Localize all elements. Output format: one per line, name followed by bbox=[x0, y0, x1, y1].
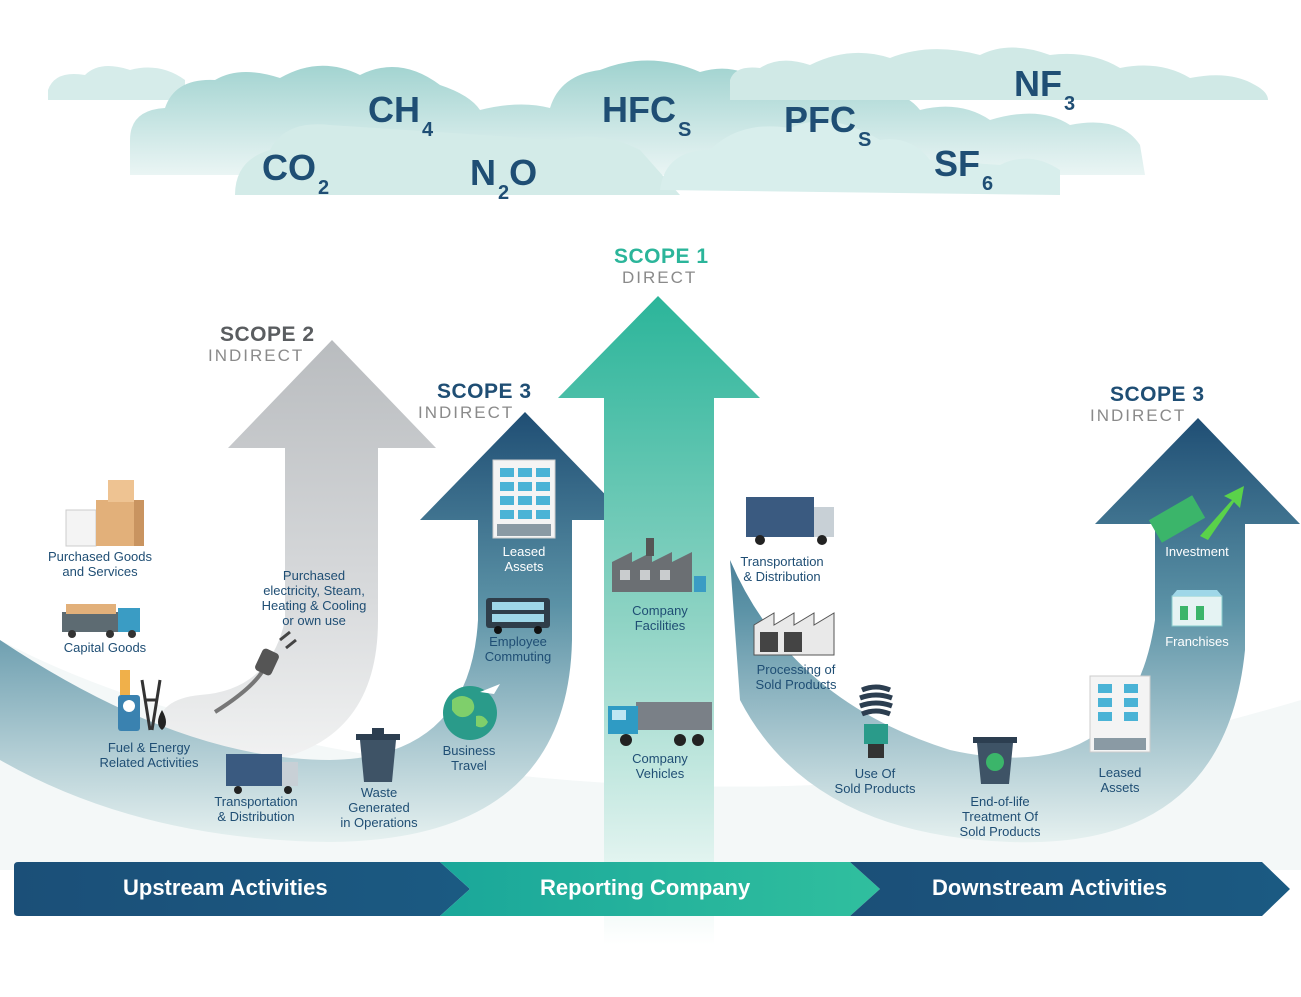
truck-icon bbox=[226, 754, 298, 794]
label-franchises: Franchises bbox=[1165, 634, 1229, 649]
label-purchased-goods: Purchased Goods and Services bbox=[47, 549, 153, 579]
scope1-arrow bbox=[558, 296, 760, 945]
plug-icon bbox=[213, 630, 297, 714]
scope2-title: SCOPE 2 bbox=[220, 323, 315, 346]
trash-bin-icon bbox=[356, 728, 400, 782]
band-downstream: Downstream Activities bbox=[932, 875, 1168, 900]
band-upstream: Upstream Activities bbox=[123, 875, 328, 900]
lorry-icon bbox=[608, 702, 712, 746]
label-fuel-energy: Fuel & Energy Related Activities bbox=[99, 740, 199, 770]
scope3-downstream-subtitle: INDIRECT bbox=[1090, 406, 1187, 425]
label-company-vehicles: Company Vehicles bbox=[632, 751, 688, 781]
label-capital-goods: Capital Goods bbox=[63, 640, 147, 655]
gas-pump-icon bbox=[118, 670, 166, 731]
factory-icon bbox=[612, 538, 706, 592]
label-transport-downstream: Transportation & Distribution bbox=[740, 554, 824, 584]
scope1-title: SCOPE 1 bbox=[614, 245, 709, 268]
label-company-facilities: Company Facilities bbox=[632, 603, 688, 633]
factory-icon bbox=[753, 612, 835, 656]
bus-icon bbox=[486, 598, 550, 634]
label-use-of-sold: Use Of Sold Products bbox=[834, 766, 916, 796]
scope3-upstream-title: SCOPE 3 bbox=[437, 380, 532, 403]
scope2-arrow bbox=[158, 340, 437, 766]
building-icon bbox=[492, 459, 556, 539]
label-purchased-electricity: Purchased electricity, Steam, Heating & … bbox=[261, 568, 367, 628]
label-leased-assets-downstream: Leased Assets bbox=[1098, 765, 1142, 795]
label-leased-assets-upstream: Leased Assets bbox=[502, 544, 546, 574]
money-growth-icon bbox=[1148, 486, 1244, 543]
globe-plane-icon bbox=[443, 684, 500, 740]
label-processing: Processing of Sold Products bbox=[755, 662, 837, 692]
label-waste: Waste Generated in Operations bbox=[340, 785, 418, 830]
label-end-of-life: End-of-life Treatment Of Sold Products bbox=[959, 794, 1041, 839]
band-reporting: Reporting Company bbox=[540, 875, 751, 900]
franchise-icon bbox=[1171, 590, 1223, 627]
label-investment: Investment bbox=[1165, 544, 1229, 559]
recycle-bin-icon bbox=[973, 737, 1017, 784]
bulb-icon bbox=[859, 684, 893, 758]
activity-band bbox=[14, 862, 1290, 916]
scope3-downstream-title: SCOPE 3 bbox=[1110, 383, 1205, 406]
building-icon bbox=[1089, 675, 1151, 753]
label-business-travel: Business Travel bbox=[442, 743, 496, 773]
truck-icon bbox=[746, 497, 834, 545]
cloud-bank bbox=[48, 47, 1268, 195]
scope3-upstream-subtitle: INDIRECT bbox=[418, 403, 515, 422]
label-transport-upstream: Transportation & Distribution bbox=[214, 794, 298, 824]
scope2-subtitle: INDIRECT bbox=[208, 346, 305, 365]
label-employee-commuting: Employee Commuting bbox=[484, 634, 552, 664]
scope1-subtitle: DIRECT bbox=[622, 268, 698, 287]
truck-icon bbox=[62, 604, 140, 638]
box-icon bbox=[65, 480, 144, 547]
